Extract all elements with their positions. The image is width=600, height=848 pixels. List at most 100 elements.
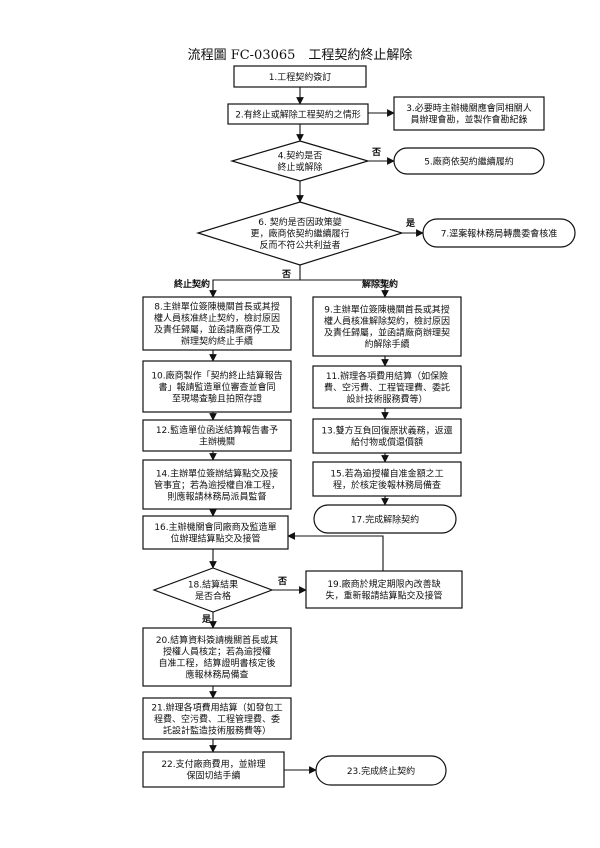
edges [209,87,424,774]
node-label-line: 9.主辦單位簽陳機關首長或其授 [324,304,450,316]
node-label-line: 給付物或償還價額 [351,436,423,448]
node-label-line: 21.辦理各項費用結算（如發包工 [151,701,282,713]
node-label-line: 應報林務局備查 [185,669,248,681]
node-7-label: 7.逕案報林務局轉農委會核准 [441,227,558,239]
node-8: 8.主辦單位簽陳機關首長或其授權人員核准終止契約，檢討原因及責任歸屬，並函請廠商… [142,296,292,351]
node-label-line: 及責任歸屬，並函請廠商辦理契 [324,327,450,339]
node-label-line: 11.辦理各項費用結算（如保險 [326,370,448,382]
node-label-line: 6. 契約是否因政策變 [258,216,341,228]
node-4-label: 4.契約是否終止或解除 [277,150,322,174]
node-23-box [315,755,447,786]
node-19-label: 19.廠商於規定期限內改善缺失，重新報請結算點交及接管 [325,578,442,602]
node-15-box [312,461,462,497]
node-22-label: 22.支付廠商費用，並辦理保固切結手續 [161,758,265,782]
node-label-line: 程，於核定後報林務局備查 [333,479,441,491]
node-15: 15.若為逾授權自准金額之工程，於核定後報林務局備查 [312,461,462,497]
node-label-line: 1.工程契約簽訂 [269,71,332,83]
node-13: 13.雙方互負回復原狀義務，返還給付物或償還價額 [312,418,462,454]
node-18: 18.結算結果是否合格 [152,567,274,613]
node-21: 21.辦理各項費用結算（如發包工程費、空污費、工程管理費、委託設計監造技術服務費… [142,697,292,740]
edge-labels: 否 是 否 終止契約 解除契約 否 是 [174,147,416,625]
node-9-box [312,296,462,357]
node-11: 11.辦理各項費用結算（如保險費、空污費、工程管理費、委託設計技術服務費等） [312,365,462,409]
node-18-label: 18.結算結果是否合格 [188,579,238,603]
node-label-line: 費、空污費、工程管理費、委託 [324,381,450,393]
node-19-box [305,570,463,609]
node-3-label: 3.必要時主辦機關應會同相關人員辦理會勘，並製作會勘紀錄 [406,102,532,126]
node-11-label: 11.辦理各項費用結算（如保險費、空污費、工程管理費、委託設計技術服務費等） [324,370,450,405]
node-14-box [142,459,292,510]
node-label-line: 19.廠商於規定期限內改善缺 [327,578,440,590]
node-label-line: 辦理契約終止手續 [181,335,253,347]
node-20: 20.結算資料簽請機關首長或其授權人員核定；若為逾授權自准工程，結算證明書核定後… [142,627,292,687]
node-17-box [313,504,457,534]
edge-label-no-6: 否 [281,269,291,280]
node-10-box [142,360,292,413]
node-4-diamond [229,140,371,182]
node-label-line: 程費、空污費、工程管理費、委 [154,713,280,725]
node-label-line: 授權人員核定；若為逾授權 [163,646,271,658]
node-4: 4.契約是否終止或解除 [229,140,371,182]
node-label-line: 位辦理結算點交及接管 [170,533,260,545]
node-label-line: 4.契約是否 [278,150,323,162]
node-14-label: 14.主辦單位簽辦結算點交及接管事宜；若為逾授權自准工程，則應報請林務局派員監督 [154,467,280,502]
node-label-line: 更，廠商依契約繼續履行 [250,227,349,239]
node-12-label: 12.監造單位函送結算報告書予主辦機關 [156,424,278,448]
node-label-line: 15.若為逾授權自准金額之工 [330,468,443,480]
edge-label-yes-18: 是 [201,614,212,625]
node-label-line: 20.結算資料簽請機關首長或其 [156,634,278,646]
node-8-label: 8.主辦單位簽陳機關首長或其授權人員核准終止契約，檢討原因及責任歸屬，並函請廠商… [154,301,280,348]
node-label-line: 託設計監造技術服務費等） [163,724,271,736]
node-20-label: 20.結算資料簽請機關首長或其授權人員核定；若為逾授權自准工程，結算證明書核定後… [156,634,278,681]
node-16-box [142,515,289,550]
node-13-box [312,418,462,454]
node-2-label: 2.有終止或解除工程契約之情形 [235,108,361,120]
node-label-line: 終止或解除 [277,161,322,173]
node-label-line: 主辦機關 [199,436,235,448]
node-21-box [142,697,292,740]
node-label-line: 員辦理會勘，並製作會勘紀錄 [410,114,527,126]
node-label-line: 10.廠商製作「契約終止結算報告 [151,369,282,381]
node-label-line: 則應報請林務局派員監督 [167,490,266,502]
edge-19-16 [287,532,384,571]
node-label-line: 8.主辦單位簽陳機關首長或其授 [154,301,280,313]
edge-6-8 [209,265,301,298]
node-12-box [142,419,292,452]
node-label-line: 至現場查驗且拍照存證 [172,392,262,404]
node-7-box [422,218,576,248]
node-label-line: 自准工程，結算證明書核定後 [158,657,275,669]
node-3-box [393,96,545,131]
node-label-line: 3.必要時主辦機關應會同相關人 [406,102,532,114]
node-label-line: 2.有終止或解除工程契約之情形 [235,108,361,120]
node-10: 10.廠商製作「契約終止結算報告書」報請監造單位審查並會同至現場查驗且拍照存證 [142,360,292,413]
node-label-line: 保固切結手續 [186,770,240,782]
node-18-diamond [152,567,274,613]
nodes: 1.工程契約簽訂 2.有終止或解除工程契約之情形 3.必要時主辦機關應會同相關人… [142,65,576,788]
node-15-label: 15.若為逾授權自准金額之工程，於核定後報林務局備查 [330,468,443,492]
node-label-line: 失，重新報請結算點交及接管 [325,590,442,602]
edge-label-no-4: 否 [371,147,381,158]
node-13-label: 13.雙方互負回復原狀義務，返還給付物或償還價額 [321,425,452,449]
node-5-label: 5.廠商依契約繼續履約 [424,155,514,167]
node-22-box [142,751,285,788]
node-label-line: 7.逕案報林務局轉農委會核准 [441,227,558,239]
edge-label-yes-6: 是 [405,218,416,229]
edge-label-rescind: 解除契約 [362,278,398,290]
node-label-line: 約解除手續 [364,338,409,350]
node-label-line: 是否合格 [195,590,231,602]
node-5-box [393,147,545,175]
node-20-box [142,627,292,687]
node-2-box [227,103,369,125]
node-17-label: 17.完成解除契約 [351,513,419,525]
node-6-label: 6. 契約是否因政策變更，廠商依契約繼續履行反而不符公共利益者 [250,216,349,251]
node-9-label: 9.主辦單位簽陳機關首長或其授權人員核准解除契約，檢討原因及責任歸屬，並函請廠商… [324,304,450,351]
node-label-line: 管事宜；若為逾授權自准工程， [154,479,280,491]
node-label-line: 5.廠商依契約繼續履約 [424,155,514,167]
node-19: 19.廠商於規定期限內改善缺失，重新報請結算點交及接管 [305,570,463,609]
node-label-line: 18.結算結果 [188,579,238,591]
node-22: 22.支付廠商費用，並辦理保固切結手續 [142,751,285,788]
node-label-line: 設計技術服務費等） [346,393,427,405]
node-label-line: 16.主辦機關會同廠商及監造單 [154,521,276,533]
node-8-box [142,296,292,351]
